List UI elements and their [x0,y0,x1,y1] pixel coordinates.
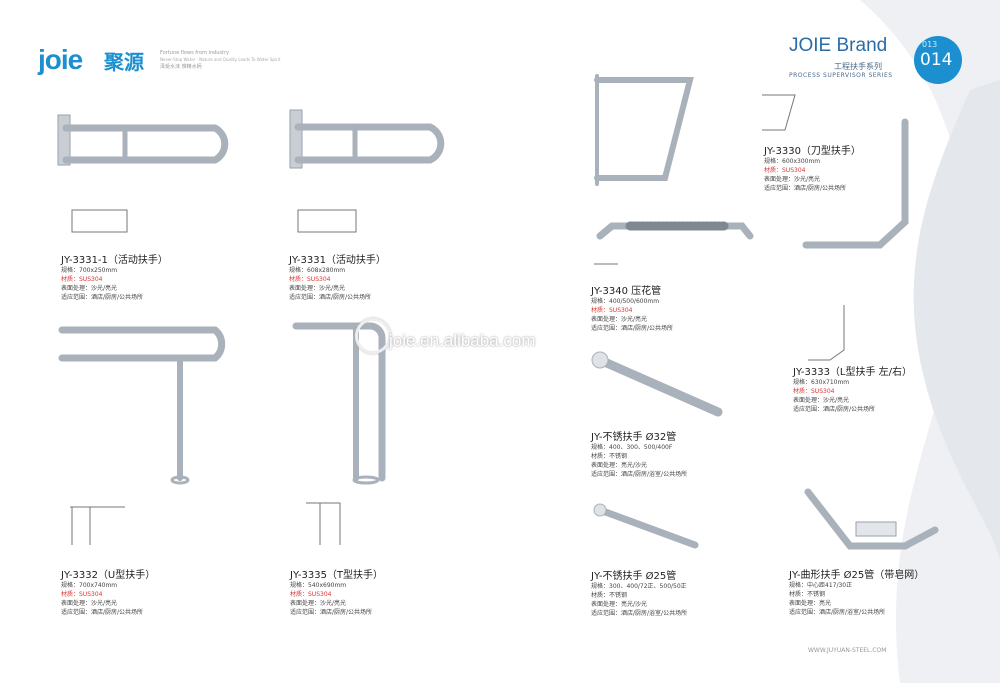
product-code: JY-不锈扶手 Ø32管 [591,432,677,443]
product-code: JY-3330（刀型扶手） [764,146,861,157]
product-usage: 适应范围：酒店/厨房/浴室/公共场所 [591,471,688,478]
product-usage: 适应范围：酒店/厨房/公共场所 [61,609,144,616]
product-spec: 规格：300、400/72正、500/50正 [591,583,687,590]
handrail-32-image [591,351,723,417]
handrail-3331-1-image [57,114,229,166]
website-url: WWW.JUYUAN-STEEL.COM [808,647,887,654]
product-material: 材质：SUS304 [591,307,633,314]
brand-title: JOIE Brand [789,35,888,56]
product-3330: JY-3330（刀型扶手） 规格：600x300mm 材质：SUS304 表面处… [764,142,861,193]
product-code: JY-曲形扶手 Ø25管（带皂网） [789,570,925,581]
handrail-3332-image [58,326,226,485]
product-finish: 表面处理：沙光/亮光 [290,600,347,607]
product-spec: 规格：700x740mm [61,582,118,589]
product-3335: JY-3335（T型扶手） 规格：540x690mm 材质：SUS304 表面处… [290,566,383,617]
handrail-curved-image [804,488,939,550]
dim-drawing-3335 [306,502,341,545]
product-material: 材质：SUS304 [764,167,806,174]
product-material: 材质：不锈钢 [789,591,826,598]
handrail-25-image [593,503,699,549]
product-usage: 适应范围：酒店/厨房/浴室/公共场所 [789,609,886,616]
product-code: JY-3331-1（活动扶手） [61,255,168,266]
tagline-cn: 泽受水沫 惟精水柄 [160,64,202,70]
product-usage: 适应范围：酒店/厨房/公共场所 [289,294,372,301]
product-code: JY-3331（活动扶手） [289,255,386,266]
product-spec: 规格：608x280mm [289,267,346,274]
brand-series-cn: 工程扶手系列 [834,62,882,71]
product-material: 材质：不锈钢 [591,592,628,599]
watermark-text: joie.en.alibaba.com [389,331,536,350]
product-code: JY-3333（L型扶手 左/右） [793,367,913,378]
product-finish: 表面处理：沙光/亮光 [591,316,648,323]
product-spec: 规格：400/500/600mm [591,298,660,305]
product-finish: 表面处理：沙光/亮光 [61,600,118,607]
brand-logo-cn: 聚源 [104,50,144,74]
product-spec: 规格：700x250mm [61,267,118,274]
product-finish: 表面处理：亮光/沙光 [591,462,648,469]
product-3332: JY-3332（U型扶手） 规格：700x740mm 材质：SUS304 表面处… [61,566,155,617]
product-material: 材质：SUS304 [61,591,103,598]
product-finish: 表面处理：沙光/亮光 [61,285,118,292]
product-code: JY-3340 压花管 [591,286,662,297]
product-curved: JY-曲形扶手 Ø25管（带皂网） 规格：中心距417/30正 材质：不锈钢 表… [789,566,924,617]
brand-series-en: PROCESS SUPERVISOR SERIES [789,72,893,79]
product-spec: 规格：540x690mm [290,582,347,589]
product-finish: 表面处理：沙光/亮光 [289,285,346,292]
handrail-3340-image [596,221,754,240]
product-usage: 适应范围：酒店/厨房/公共场所 [793,406,876,413]
product-usage: 适应范围：酒店/厨房/公共场所 [290,609,373,616]
page-prev: 013 [922,40,938,49]
product-material: 材质：SUS304 [793,388,835,395]
product-32: JY-不锈扶手 Ø32管 规格：400、300、500/400F 材质：不锈钢 … [591,428,687,479]
dim-drawing-3331-1 [71,209,128,233]
product-code: JY-3332（U型扶手） [61,570,156,581]
page-current: 014 [920,50,953,70]
product-finish: 表面处理：亮光 [789,600,832,607]
product-finish: 表面处理：亮光/沙光 [591,601,648,608]
product-spec: 规格：中心距417/30正 [789,582,853,589]
product-3340: JY-3340 压花管 规格：400/500/600mm 材质：SUS304 表… [591,282,673,333]
product-spec: 规格：600x300mm [764,158,821,165]
dim-drawing-3331 [297,209,357,233]
product-finish: 表面处理：沙光/亮光 [793,397,850,404]
product-usage: 适应范围：酒店/厨房/公共场所 [591,325,674,332]
dim-drawing-3330 [762,94,796,131]
product-spec: 规格：400、300、500/400F [591,444,673,451]
product-3331-1: JY-3331-1（活动扶手） 规格：700x250mm 材质：SUS304 表… [61,251,168,302]
product-usage: 适应范围：酒店/厨房/浴室/公共场所 [591,610,688,617]
tagline-sub: Never-Stop Water · Nature and Quality Le… [160,57,281,62]
product-material: 材质：SUS304 [290,591,332,598]
page-badge [914,36,962,84]
product-usage: 适应范围：酒店/厨房/公共场所 [61,294,144,301]
product-material: 材质：SUS304 [61,276,103,283]
handrail-3333-image [802,118,909,249]
handrail-3331-image [289,109,445,169]
product-25: JY-不锈扶手 Ø25管 规格：300、400/72正、500/50正 材质：不… [591,567,687,618]
dim-drawing-3332 [70,506,125,545]
product-code: JY-不锈扶手 Ø25管 [591,571,677,582]
product-material: 材质：SUS304 [289,276,331,283]
product-3333: JY-3333（L型扶手 左/右） 规格：630x710mm 材质：SUS304… [793,363,912,414]
dim-drawing-3333 [808,305,845,361]
product-finish: 表面处理：沙光/亮光 [764,176,821,183]
product-3331: JY-3331（活动扶手） 规格：608x280mm 材质：SUS304 表面处… [289,251,386,302]
watermark-logo [355,318,391,354]
handrail-3330-image [594,74,694,186]
tagline-en: Fortune flows from industry [160,50,229,56]
product-material: 材质：不锈钢 [591,453,628,460]
product-spec: 规格：630x710mm [793,379,850,386]
product-code: JY-3335（T型扶手） [290,570,384,581]
product-usage: 适应范围：酒店/厨房/公共场所 [764,185,847,192]
brand-logo: joie [38,44,83,75]
